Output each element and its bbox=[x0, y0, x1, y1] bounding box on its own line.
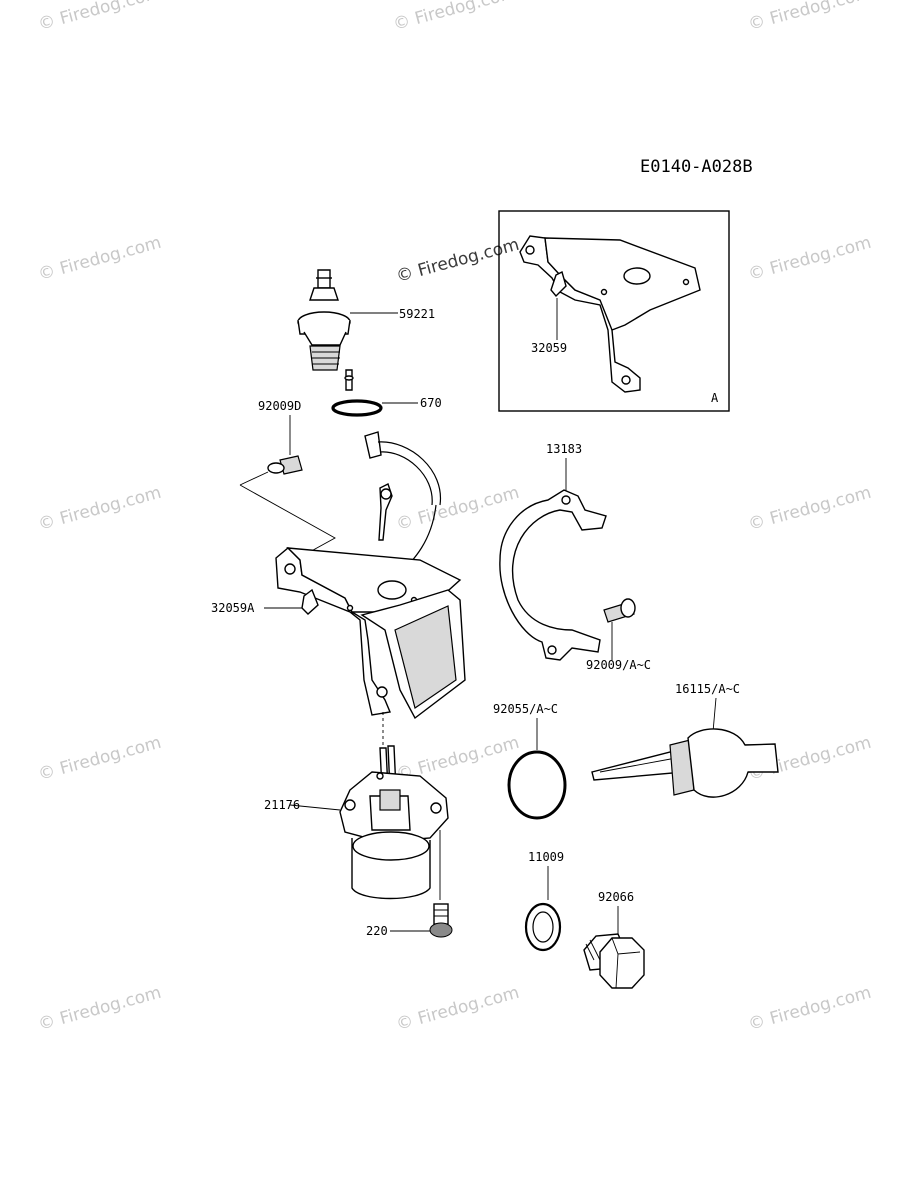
inset-frame bbox=[498, 210, 730, 412]
part-label-11009: 11009 bbox=[528, 850, 564, 864]
part-92066: 92066 bbox=[583, 890, 645, 989]
part-11009: 11009 bbox=[524, 850, 564, 952]
diagram-code: E0140-A028B bbox=[640, 157, 753, 177]
hose-and-rod bbox=[364, 431, 442, 579]
part-220: 220 bbox=[366, 903, 453, 938]
inset-bracket bbox=[519, 235, 701, 393]
part-label-220: 220 bbox=[366, 924, 388, 938]
part-92009D: 92009D bbox=[239, 399, 336, 561]
part-13183: 13183 bbox=[499, 442, 607, 661]
part-59221: 59221 bbox=[297, 269, 435, 391]
part-label-13183: 13183 bbox=[546, 442, 582, 456]
watermark: © Firedog.com bbox=[746, 233, 873, 285]
watermark: © Firedog.com bbox=[746, 983, 873, 1035]
part-670: 670 bbox=[331, 396, 442, 417]
inset-clip bbox=[550, 270, 567, 298]
watermark: © Firedog.com bbox=[394, 983, 521, 1035]
watermark: © Firedog.com bbox=[391, 0, 518, 35]
part-label-16115: 16115/A~C bbox=[675, 682, 740, 696]
part-label-92066: 92066 bbox=[598, 890, 634, 904]
watermark: © Firedog.com bbox=[394, 235, 521, 287]
watermark-layer: © Firedog.com © Firedog.com © Firedog.co… bbox=[36, 0, 873, 1035]
watermark: © Firedog.com bbox=[36, 733, 163, 785]
part-92055: 92055/A~C bbox=[493, 702, 567, 820]
inset-box-a: A 32059 bbox=[498, 210, 730, 412]
part-label-32059A: 32059A bbox=[211, 601, 255, 615]
inset-label: A bbox=[711, 391, 719, 405]
part-label-670: 670 bbox=[420, 396, 442, 410]
part-label-21176: 21176 bbox=[264, 798, 300, 812]
watermark: © Firedog.com bbox=[36, 233, 163, 285]
part-label-59221: 59221 bbox=[399, 307, 435, 321]
part-16115: 16115/A~C bbox=[591, 682, 779, 798]
watermark: © Firedog.com bbox=[36, 983, 163, 1035]
watermark: © Firedog.com bbox=[394, 483, 521, 535]
watermark: © Firedog.com bbox=[746, 483, 873, 535]
part-label-92055: 92055/A~C bbox=[493, 702, 558, 716]
part-21176: 21176 bbox=[264, 745, 449, 900]
watermark: © Firedog.com bbox=[36, 0, 163, 35]
watermark: © Firedog.com bbox=[746, 0, 873, 35]
part-label-92009AC: 92009/A~C bbox=[586, 658, 651, 672]
part-32059A-bracket: 32059A bbox=[211, 547, 466, 720]
part-label-92009D: 92009D bbox=[258, 399, 301, 413]
part-label-32059: 32059 bbox=[531, 341, 567, 355]
watermark: © Firedog.com bbox=[36, 483, 163, 535]
part-92009AC: 92009/A~C bbox=[586, 598, 651, 672]
